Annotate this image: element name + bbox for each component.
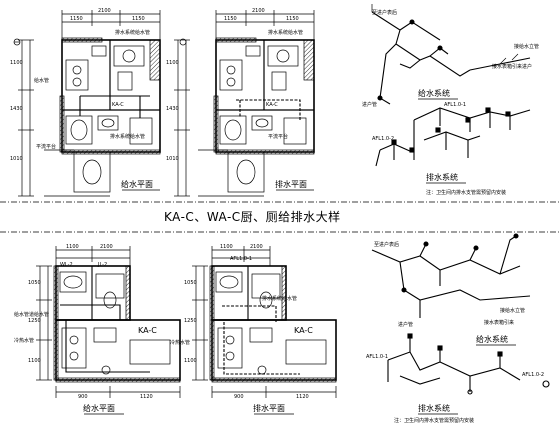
dim-label: 1100 [66,244,79,250]
dim-label: 1100 [28,358,41,364]
system-note: 至进户表后 [374,242,400,248]
lower-drain-system-caption: 排水系统 [418,404,450,413]
plan-note: AFL1.0-1 [230,256,253,262]
section-divider [0,201,560,233]
upper-drain-system-caption: 排水系统 [426,173,458,182]
caption-underlines [84,98,516,415]
upper-supply-system-caption: 给水系统 [418,89,450,98]
dim-label: 1100 [220,244,233,250]
dim-label: 2100 [250,244,263,250]
plan-note: 排水系统给水管 [115,30,151,36]
room-label: KA-C [112,102,124,108]
dim-label: 1120 [140,394,153,400]
upper-supply-plan [13,10,161,197]
dim-label: 1150 [70,16,83,22]
upper-drain-plan-caption: 排水平面 [275,180,307,189]
main-title: KA-C、WA-C厨、厕给排水大样 [164,210,341,224]
dim-label: 1100 [10,60,23,66]
lower-drain-plan-caption: 排水平面 [253,404,285,413]
plan-note: 冷热水管 [170,340,191,346]
dim-label: 1050 [28,280,41,286]
system-note: AFL1.0-1 [444,102,467,108]
room-label: KA-C [138,326,157,335]
system-note: 注：卫生间内排水支管需预留内安装 [394,418,475,424]
system-note: 至进户表后 [372,10,398,16]
plan-note: 排水系统给水管 [110,134,146,140]
dim-label: 1100 [184,358,197,364]
dim-label: 1430 [166,106,179,112]
system-note: AFL1.0-2 [372,136,395,142]
system-note: 进户管 [398,322,414,328]
dim-label: 1150 [132,16,145,22]
plan-note: JL-2 [98,262,108,268]
dim-label: 900 [234,394,244,400]
dim-label: 1250 [184,318,197,324]
plan-note: 冷热水管 [14,338,35,344]
dim-label: 1250 [28,318,41,324]
room-label: KA-C [266,102,278,108]
upper-supply-system [371,4,531,105]
dim-label: 2100 [100,244,113,250]
room-label: KA-C [294,326,313,335]
upper-drain-system [375,107,531,167]
plan-note: 平流平台 [268,134,289,140]
lower-drain-system [387,333,550,395]
plan-note: 给水管 [34,78,50,84]
plan-note: 排水系统给水管 [262,296,298,302]
lower-supply-plan-caption: 给水平面 [83,404,115,413]
dim-label: 900 [78,394,88,400]
dim-label: 1150 [224,16,237,22]
dim-label: 1050 [184,280,197,286]
system-note: 接水表箱引来进户 [492,64,533,70]
plan-note: WL-2 [60,262,73,268]
lower-drain-plan [192,246,337,398]
system-note: 接给水立管 [514,44,540,50]
dim-label: 2100 [98,8,111,14]
dim-label: 1100 [166,60,179,66]
plan-note: 给水管道给水管 [14,312,50,318]
lower-supply-plan [36,246,181,398]
system-note: 进户管 [362,102,378,108]
system-note: AFL1.0-2 [522,372,545,378]
dim-label: 1010 [166,156,179,162]
dim-label: 1430 [10,106,23,112]
plan-note: 排水系统给水管 [268,30,304,36]
dim-label: 1010 [10,156,23,162]
dim-label: 2100 [252,8,265,14]
system-note: 注：卫生间内排水支管需预留内安装 [426,190,507,196]
plan-note: 平流平台 [36,144,57,150]
lower-supply-system-caption: 给水系统 [476,335,508,344]
upper-supply-plan-caption: 给水平面 [121,180,153,189]
upper-drain-plan [174,10,315,197]
lower-supply-system [371,233,531,318]
dim-label: 1120 [296,394,309,400]
dim-label: 1150 [286,16,299,22]
system-note: 接给水立管 [500,308,526,314]
system-note: 接水表箱引来 [484,320,515,326]
system-note: AFL1.0-1 [366,354,389,360]
